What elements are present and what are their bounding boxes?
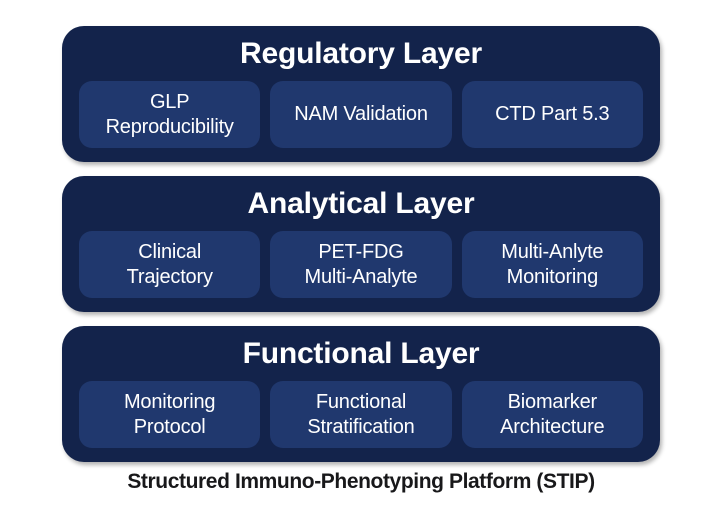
- chip-label: GLP Reproducibility: [105, 90, 234, 138]
- chip-clinical-trajectory[interactable]: Clinical Trajectory: [79, 231, 261, 298]
- chip-biomarker-architecture[interactable]: Biomarker Architecture: [461, 381, 643, 448]
- chip-label: Biomarker Architecture: [500, 390, 605, 438]
- diagram-caption: Structured Immuno-Phenotyping Platform (…: [127, 470, 595, 493]
- chip-label: Multi-Anlyte Monitoring: [501, 240, 604, 288]
- chip-label: Monitoring Protocol: [123, 390, 216, 438]
- chip-label: Clinical Trajectory: [126, 240, 213, 288]
- chip-row-regulatory: GLP Reproducibility NAM Validation CTD P…: [79, 81, 643, 148]
- chip-multi-anlyte-monitoring[interactable]: Multi-Anlyte Monitoring: [461, 231, 643, 298]
- chip-label: PET-FDG Multi-Analyte: [304, 240, 418, 288]
- layer-title-functional: Functional Layer: [242, 337, 480, 370]
- layer-card-functional: Functional Layer Monitoring Protocol Fun…: [62, 326, 660, 462]
- chip-nam-validation[interactable]: NAM Validation: [270, 81, 452, 148]
- chip-ctd-part-5-3[interactable]: CTD Part 5.3: [461, 81, 643, 148]
- layer-card-analytical: Analytical Layer Clinical Trajectory PET…: [62, 176, 660, 312]
- chip-functional-stratification[interactable]: Functional Stratification: [270, 381, 452, 448]
- layer-stack: Regulatory Layer GLP Reproducibility NAM…: [62, 26, 660, 462]
- layer-title-analytical: Analytical Layer: [247, 187, 475, 220]
- chip-pet-fdg-multi-analyte[interactable]: PET-FDG Multi-Analyte: [270, 231, 452, 298]
- chip-monitoring-protocol[interactable]: Monitoring Protocol: [79, 381, 261, 448]
- layer-card-regulatory: Regulatory Layer GLP Reproducibility NAM…: [62, 26, 660, 162]
- chip-row-functional: Monitoring Protocol Functional Stratific…: [79, 381, 643, 448]
- chip-label: NAM Validation: [294, 103, 428, 125]
- chip-label: CTD Part 5.3: [495, 103, 610, 125]
- layer-title-regulatory: Regulatory Layer: [240, 37, 482, 70]
- chip-row-analytical: Clinical Trajectory PET-FDG Multi-Analyt…: [79, 231, 643, 298]
- chip-glp-reproducibility[interactable]: GLP Reproducibility: [79, 81, 261, 148]
- chip-label: Functional Stratification: [307, 390, 415, 438]
